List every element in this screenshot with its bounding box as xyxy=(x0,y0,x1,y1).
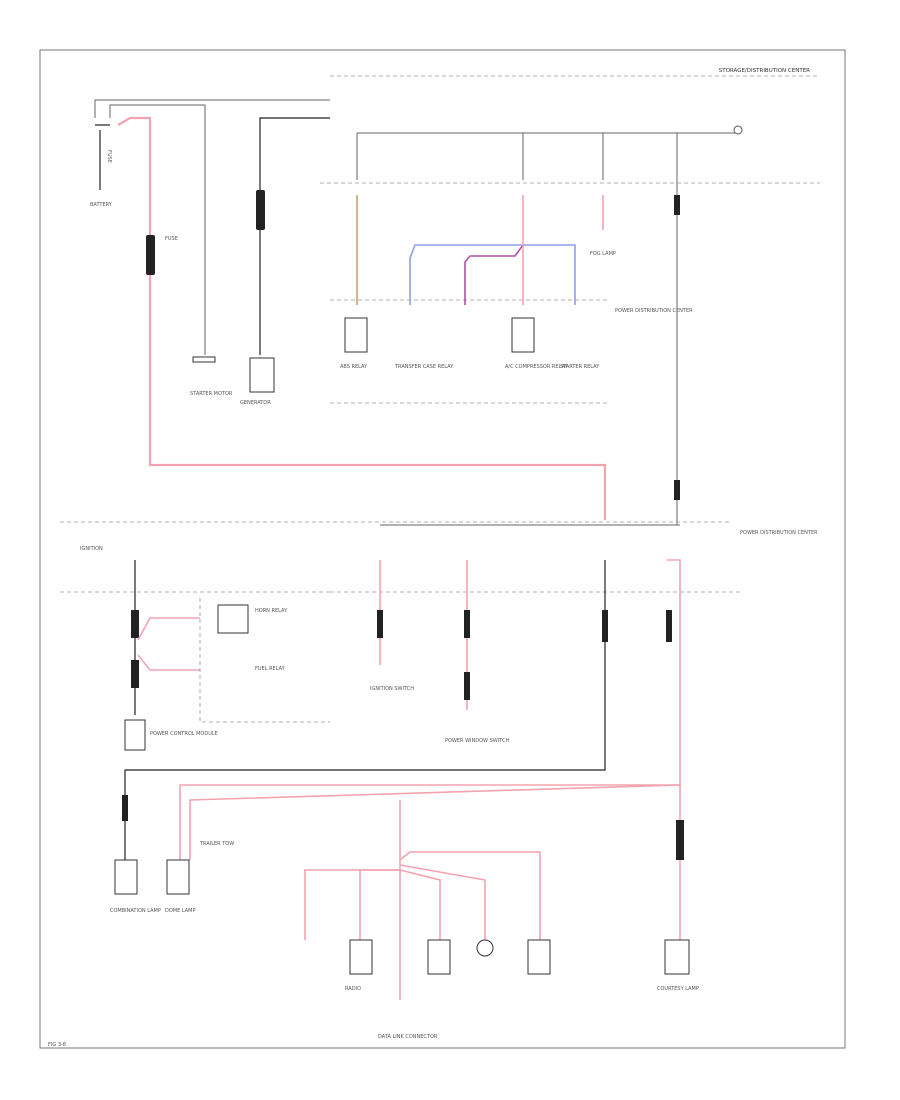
courtesy-lamp-fuse xyxy=(676,820,684,860)
abs-relay-box xyxy=(344,317,368,353)
radio-label: RADIO xyxy=(345,986,361,992)
pcm-label: POWER CONTROL MODULE xyxy=(150,731,218,737)
battery-label: BATTERY xyxy=(90,202,113,208)
diagram-frame xyxy=(39,49,846,1049)
splice-branch-3 xyxy=(399,869,441,940)
fuel-relay-coil xyxy=(131,660,139,688)
starter-relay-label: STARTER RELAY xyxy=(560,364,600,370)
ignition-text: IGNITION xyxy=(80,546,103,552)
generator-output-wire xyxy=(259,117,330,355)
combination-lamp-label: COMBINATION LAMP xyxy=(110,908,161,914)
transfer-case-wire xyxy=(409,244,576,305)
ac-relay-box xyxy=(511,317,535,353)
radio-box xyxy=(349,939,373,975)
mid-fuse-1 xyxy=(377,610,383,638)
courtesy-lamp-box xyxy=(664,939,690,975)
power-window-switch-label: POWER WINDOW SWITCH xyxy=(445,738,509,744)
ac-relay-wire xyxy=(464,244,524,305)
generator-label: GENERATOR xyxy=(240,400,271,406)
header-text: STORAGE/DISTRIBUTION CENTER xyxy=(719,68,810,74)
pdc-mid-label: POWER DISTRIBUTION CENTER xyxy=(740,530,818,536)
splice-branch-2 xyxy=(359,869,400,940)
mid-fuse-3 xyxy=(602,610,608,642)
generator-fusible-link xyxy=(256,190,265,230)
transfer-case-label: TRANSFER CASE RELAY xyxy=(394,364,454,370)
main-feed-wire xyxy=(117,116,607,520)
footer-text: FIG 3-8 xyxy=(48,1042,66,1048)
horn-relay-label: HORN RELAY xyxy=(255,608,288,614)
ac-relay-label: A/C COMPRESSOR RELAY xyxy=(505,364,568,370)
ignition-switch-label: IGNITION SWITCH xyxy=(370,686,414,692)
dome-lamp-label: DOME LAMP xyxy=(165,908,196,914)
fuse-4-link-b xyxy=(674,480,680,500)
mid-fuse-2b xyxy=(464,672,470,700)
dash-box xyxy=(427,939,451,975)
trailer-tow-label: TRAILER TOW xyxy=(199,841,234,847)
horn-relay-output xyxy=(137,617,200,641)
mid-fuse-4 xyxy=(666,610,672,642)
dlc-label: DATA LINK CONNECTOR xyxy=(378,1034,438,1040)
dome-lamp-icon xyxy=(476,939,494,957)
horn-relay-coil xyxy=(131,610,139,638)
starter-feed-wire xyxy=(109,104,206,355)
relay-group-outline xyxy=(199,598,330,723)
starter-motor-label: STARTER MOTOR xyxy=(190,391,233,397)
generator-component xyxy=(249,357,275,393)
ground-return-wire xyxy=(124,560,606,860)
horn-relay-box xyxy=(217,604,249,634)
fuel-relay-output xyxy=(137,654,200,671)
fuse-4-link xyxy=(674,195,680,215)
battery-positive-wire xyxy=(94,99,330,118)
ground-fuse xyxy=(122,795,128,821)
battery-fuse-label: FUSE xyxy=(106,150,112,163)
pcm-box xyxy=(124,719,146,751)
fuel-relay-label: FUEL RELAY xyxy=(255,666,286,672)
bus-terminal-icon xyxy=(733,125,743,135)
main-fusible-link xyxy=(146,235,155,275)
splice-branch-5 xyxy=(399,851,541,940)
pws-box xyxy=(527,939,551,975)
mid-fuse-2 xyxy=(464,610,470,638)
splice-branch-4 xyxy=(399,864,486,940)
combination-lamp-box xyxy=(114,859,138,895)
splice-branch-1 xyxy=(304,869,400,940)
fog-lamp-label: FOG LAMP xyxy=(590,251,616,257)
starter-connector xyxy=(192,356,216,363)
pdc-top-label: POWER DISTRIBUTION CENTER xyxy=(615,308,693,314)
fusible-link-label: FUSE xyxy=(165,236,178,242)
courtesy-feed-branch xyxy=(189,784,681,860)
courtesy-lamp-label: COURTESY LAMP xyxy=(657,986,699,992)
dome-lamp-box xyxy=(166,859,190,895)
abs-relay-label: ABS RELAY xyxy=(340,364,368,370)
